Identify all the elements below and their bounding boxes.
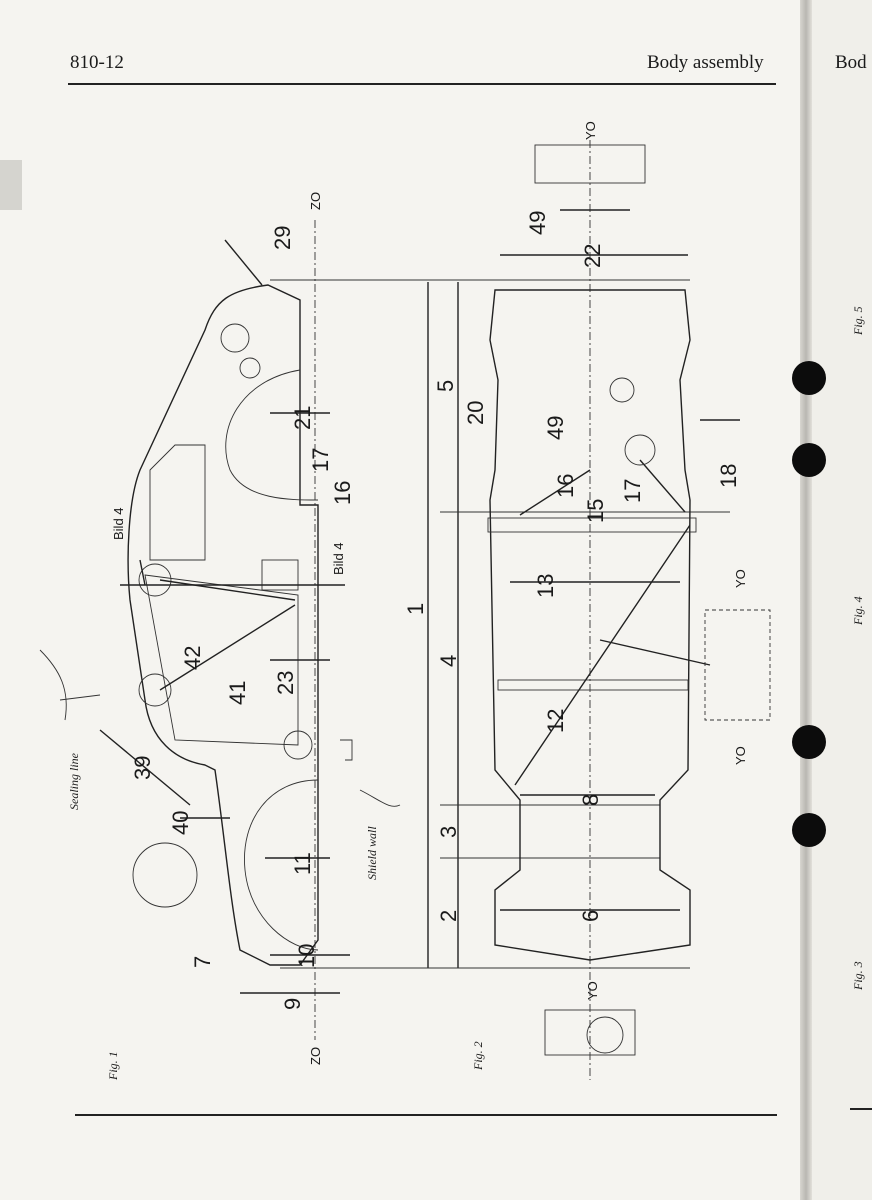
label-39: 39	[130, 756, 155, 780]
label-16-fig2: 16	[553, 474, 578, 498]
label-17-fig2: 17	[620, 479, 645, 503]
fig1-caption: Fig. 1	[106, 1051, 120, 1081]
dimension-lines	[270, 279, 730, 969]
dimension-2: 2	[436, 910, 461, 922]
label-29: 29	[270, 226, 295, 250]
yo-bottom-label: YO	[585, 981, 600, 1000]
fig1-body-side-view	[39, 220, 401, 1040]
sealing-line-label: Sealing line	[67, 752, 81, 810]
bild4-bottom-label: Bild 4	[331, 542, 346, 575]
label-17: 17	[308, 448, 333, 472]
manual-page	[0, 0, 806, 1200]
label-49-mid: 49	[543, 416, 568, 440]
label-22: 22	[580, 244, 605, 268]
page-tab-mark	[0, 160, 22, 210]
yo-top-label: YO	[583, 121, 598, 140]
label-8: 8	[578, 794, 603, 806]
label-15: 15	[583, 499, 608, 523]
label-21: 21	[290, 406, 315, 430]
label-49-top: 49	[525, 211, 550, 235]
next-page-edge	[812, 0, 872, 1200]
next-page-title: Bod	[835, 52, 867, 73]
dimension-3: 3	[436, 826, 461, 838]
label-6: 6	[578, 910, 603, 922]
dimension-1: 1	[403, 603, 428, 615]
binder-hole	[792, 813, 826, 847]
binder-hole	[792, 443, 826, 477]
fig2-underbody-plan	[487, 140, 771, 1080]
binder-hole	[792, 725, 826, 759]
label-13: 13	[533, 574, 558, 598]
label-16: 16	[330, 481, 355, 505]
label-9: 9	[280, 998, 305, 1010]
label-10: 10	[294, 944, 319, 968]
dimension-5: 5	[433, 380, 458, 392]
fig4-caption: Fig. 4	[851, 596, 865, 626]
header-rule	[68, 83, 776, 85]
label-12: 12	[543, 709, 568, 733]
section-title: Body assembly	[647, 52, 764, 73]
label-11: 11	[290, 852, 315, 875]
yo-mid2-label: YO	[733, 746, 748, 765]
page-number: 810-12	[70, 52, 124, 73]
fig5-caption: Fig. 5	[851, 306, 865, 336]
bild4-top-label: Bild 4	[111, 507, 126, 540]
fig2-caption: Fig. 2	[471, 1041, 485, 1071]
label-41: 41	[225, 681, 250, 705]
label-18: 18	[716, 464, 741, 488]
zo-top-label: ZO	[308, 192, 323, 210]
zo-bottom-label: ZO	[308, 1047, 323, 1065]
label-23: 23	[273, 671, 298, 695]
yo-mid1-label: YO	[733, 569, 748, 588]
label-40: 40	[168, 811, 193, 835]
binder-hole	[792, 361, 826, 395]
shield-wall-label: Shield wall	[365, 826, 379, 880]
next-page-footer-rule	[850, 1108, 872, 1110]
label-7: 7	[190, 956, 215, 968]
footer-rule	[75, 1114, 777, 1116]
label-42: 42	[180, 646, 205, 670]
fig3-caption: Fig. 3	[851, 961, 865, 991]
label-20: 20	[463, 401, 488, 425]
dimension-4: 4	[436, 655, 461, 667]
book-gutter	[800, 0, 812, 1200]
